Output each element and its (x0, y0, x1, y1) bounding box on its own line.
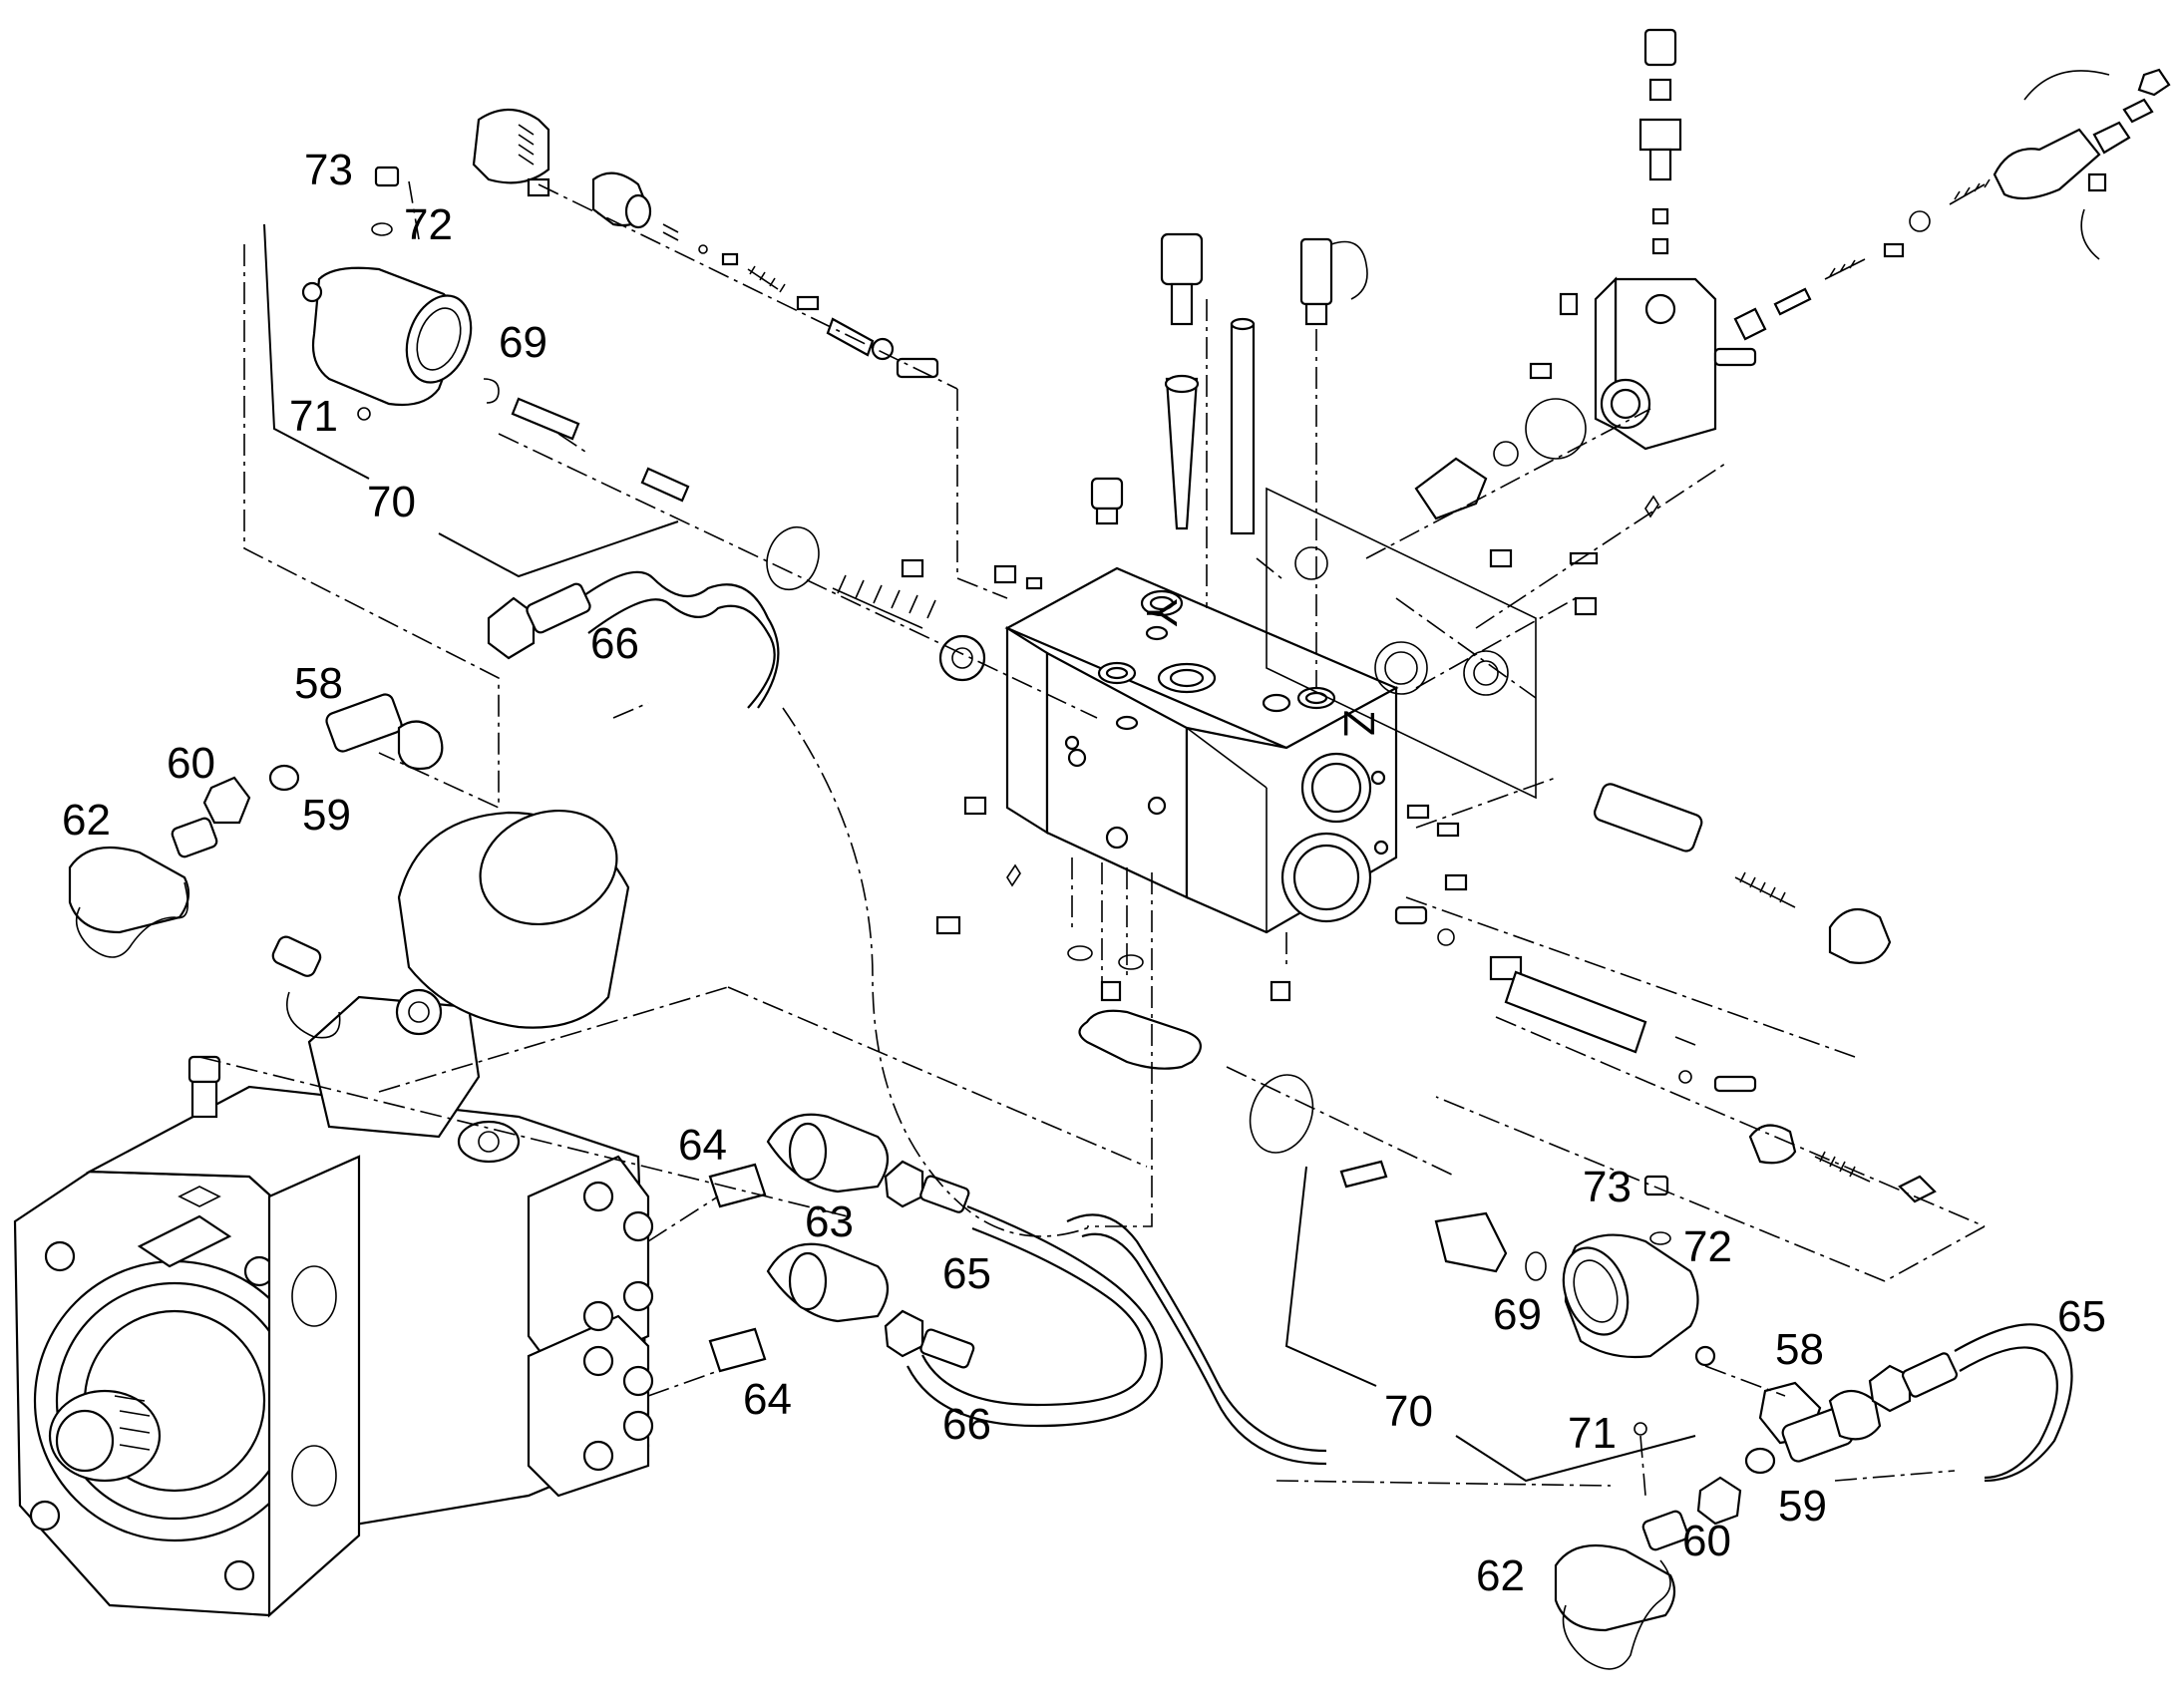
callout-63: 63 (805, 1197, 854, 1246)
test-coupling-left (68, 693, 444, 958)
callout-58-left: 58 (294, 659, 343, 708)
block-top-fittings (1090, 232, 1368, 535)
callout-72-upper: 72 (404, 200, 453, 249)
callout-69-upper: 69 (499, 318, 547, 367)
callout-59-left: 59 (302, 791, 351, 840)
callout-labels: 73 72 69 71 70 66 58 60 59 62 64 63 65 6… (62, 146, 2106, 1600)
leader-lines (198, 180, 1986, 1497)
right-cartridge (1394, 783, 1937, 1203)
callout-64-lower: 64 (743, 1375, 792, 1424)
valve-block: Y Z (1004, 566, 1399, 934)
hydraulic-pump (13, 809, 654, 1618)
callout-66-lower: 66 (942, 1400, 991, 1449)
gauge-port-assembly-upper (301, 166, 986, 682)
upper-right-valve (1414, 28, 2171, 520)
callout-73-lower: 73 (1583, 1163, 1632, 1211)
gasket-plate (1266, 487, 1537, 800)
group-bracket-70-upper (263, 223, 679, 578)
callout-65-right: 65 (2057, 1292, 2106, 1341)
callout-64-upper: 64 (678, 1121, 727, 1170)
callout-70-lower: 70 (1384, 1387, 1433, 1436)
callout-58-right: 58 (1775, 1325, 1824, 1374)
callout-66-upper: 66 (590, 619, 639, 668)
upper-valve-stack (472, 109, 939, 379)
elbow-fittings (708, 1113, 890, 1373)
hose-66-upper (487, 570, 780, 709)
callout-71-upper: 71 (289, 392, 338, 441)
callout-60-left: 60 (167, 739, 215, 788)
group-bracket-70-lower (1284, 1166, 1696, 1483)
port-mark-y: Y (1137, 598, 1186, 627)
callout-73-upper: 73 (304, 146, 353, 194)
block-plugs (901, 495, 1659, 1070)
test-coupling-right (1554, 1323, 2073, 1670)
hoses-lower-middle (884, 1160, 1327, 1466)
callout-62-right: 62 (1476, 1551, 1525, 1600)
callout-72-lower: 72 (1683, 1222, 1732, 1271)
callout-69-lower: 69 (1493, 1290, 1542, 1339)
gauge-port-assembly-lower (1249, 1074, 1716, 1436)
callout-60-right: 60 (1682, 1517, 1731, 1565)
port-mark-z: Z (1334, 710, 1383, 737)
callout-62-left: 62 (62, 796, 111, 845)
callout-71-lower: 71 (1568, 1409, 1617, 1458)
callout-70-upper: 70 (367, 478, 416, 526)
callout-59-right: 59 (1778, 1482, 1827, 1531)
callout-65-middle: 65 (942, 1249, 991, 1298)
